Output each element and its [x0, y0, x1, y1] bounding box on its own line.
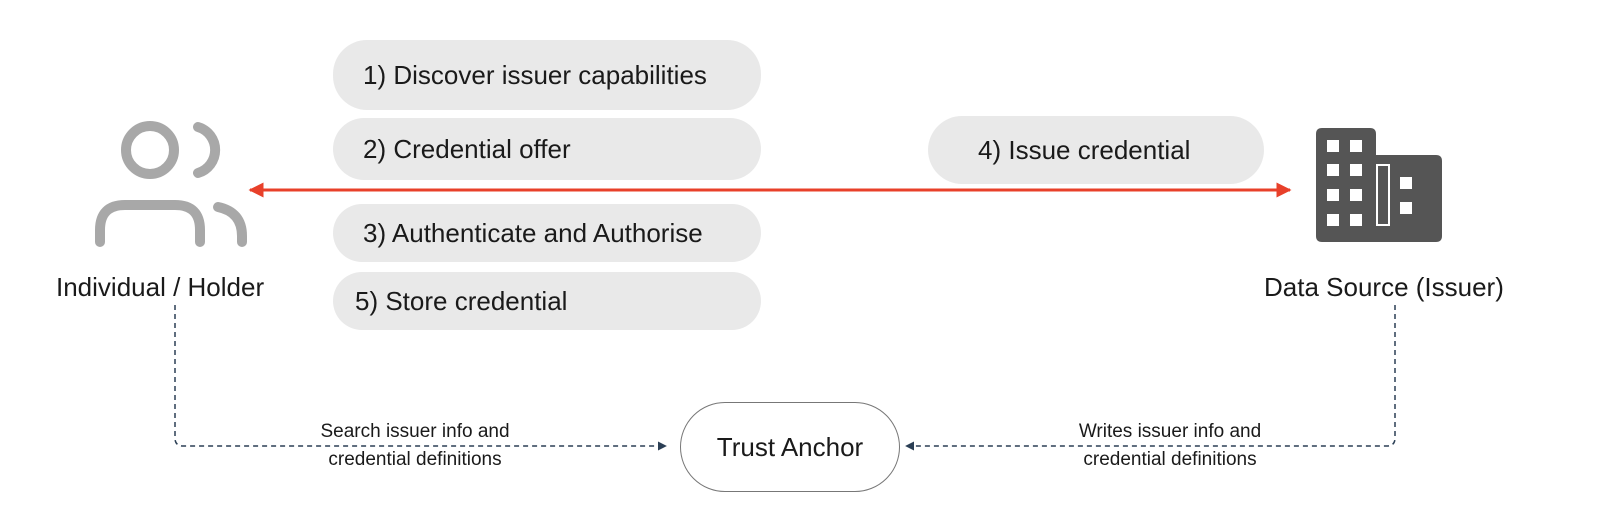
step-label: 3) Authenticate and Authorise [363, 217, 703, 248]
trust-anchor-node: Trust Anchor [680, 402, 900, 492]
left-note-line1: Search issuer info and [320, 421, 510, 442]
right-note: Writes issuer info and credential defini… [1045, 418, 1295, 474]
right-note-line2: credential definitions [1083, 449, 1257, 470]
trust-anchor-label: Trust Anchor [716, 431, 864, 462]
issuer-label: Data Source (Issuer) [1264, 272, 1504, 302]
step-issue-credential: 4) Issue credential [928, 116, 1264, 184]
holder-to-anchor-arrow [174, 305, 667, 451]
issuer-to-anchor-arrow [905, 305, 1396, 451]
right-note-line1: Writes issuer info and [1078, 421, 1262, 442]
holder-label: Individual / Holder [56, 272, 265, 302]
step-authenticate: 3) Authenticate and Authorise [333, 204, 761, 262]
step-label: 2) Credential offer [363, 133, 571, 164]
step-label: 5) Store credential [355, 285, 568, 316]
left-note-line2: credential definitions [328, 449, 502, 470]
step-store-credential: 5) Store credential [333, 272, 761, 330]
step-label: 1) Discover issuer capabilities [363, 59, 707, 90]
step-label: 4) Issue credential [978, 134, 1191, 165]
step-discover: 1) Discover issuer capabilities [333, 40, 761, 110]
left-note: Search issuer info and credential defini… [290, 418, 540, 474]
step-credential-offer: 2) Credential offer [333, 118, 761, 180]
